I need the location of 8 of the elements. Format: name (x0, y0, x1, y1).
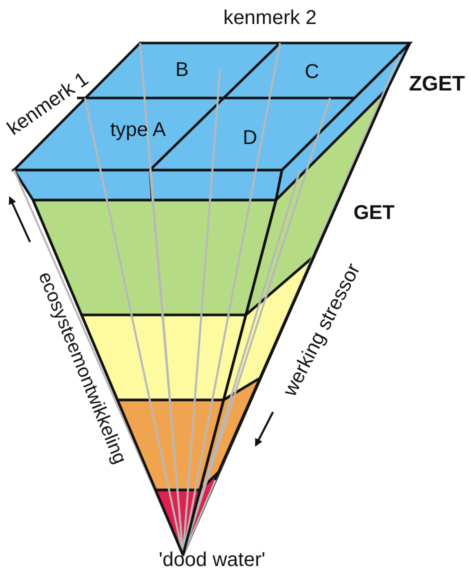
text-label: C (304, 62, 320, 82)
text-label: 'dood water' (158, 550, 266, 570)
text-label: B (175, 60, 189, 80)
zone-label: ZGET (409, 74, 465, 94)
text-label: D (242, 128, 258, 148)
text-label: type A (110, 120, 166, 140)
text-label: kenmerk 2 (223, 8, 317, 28)
zone-label: GET (353, 203, 395, 223)
